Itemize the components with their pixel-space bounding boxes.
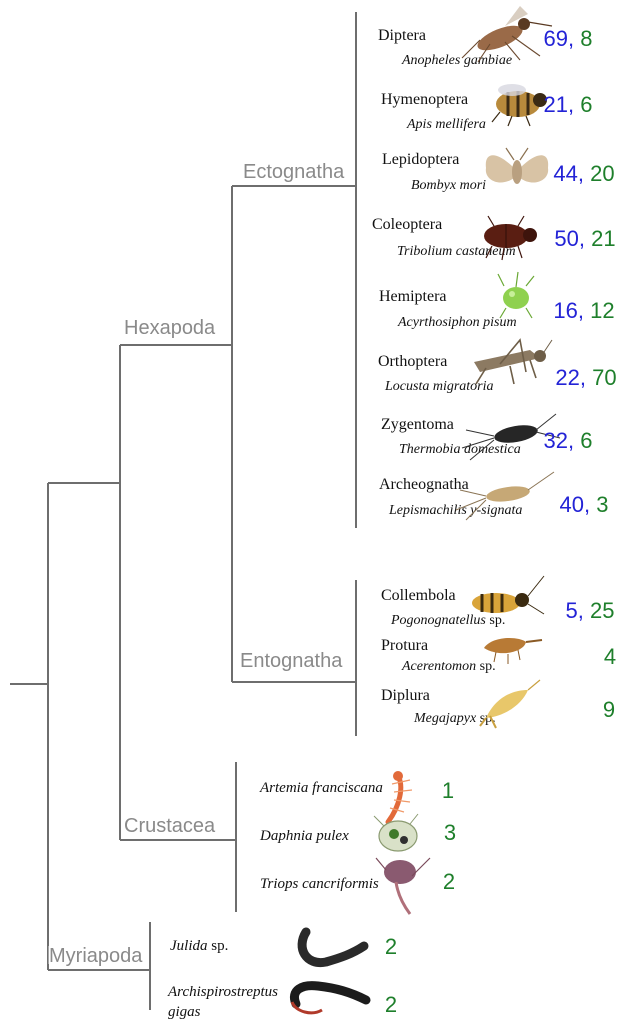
- order-name: Lepidoptera: [382, 151, 459, 168]
- tadpole-shrimp-icon: [376, 858, 430, 914]
- entognatha-taxa: Collembola Pogonognatellus sp. 5, 25 Pro…: [381, 576, 616, 728]
- giant-millipede-icon: [292, 986, 366, 1013]
- taxon-archeognatha: Archeognatha Lepismachilis y-signata 40,…: [379, 472, 608, 520]
- gene-count: 2: [385, 934, 397, 959]
- taxon-zygentoma: Zygentoma Thermobia domestica 32, 6: [381, 414, 592, 460]
- species-name: Pogonognatellus sp.: [390, 613, 505, 628]
- gene-count: 2: [385, 992, 397, 1017]
- taxon-hymenoptera: Hymenoptera Apis mellifera 21, 6: [381, 84, 592, 132]
- taxon-daphnia: Daphnia pulex 3: [259, 814, 456, 851]
- taxon-lepidoptera: Lepidoptera Bombyx mori 44, 20: [382, 148, 615, 193]
- gene-counts: 21, 6: [544, 92, 593, 117]
- taxon-julida: Julida sp. 2: [170, 932, 397, 963]
- gene-count: 3: [444, 820, 456, 845]
- species-name-line1: Archispirostreptus: [167, 984, 278, 1000]
- gene-counts: 40, 3: [560, 492, 609, 517]
- clade-label-crustacea: Crustacea: [124, 815, 216, 837]
- taxon-hemiptera: Hemiptera Acyrthosiphon pisum 16, 12: [379, 272, 615, 330]
- clade-label-myriapoda: Myriapoda: [49, 945, 143, 967]
- gene-count: 4: [604, 644, 616, 669]
- species-name-line2: gigas: [168, 1004, 201, 1020]
- brine-shrimp-icon: [388, 771, 412, 822]
- order-name: Diplura: [381, 687, 430, 704]
- order-name: Orthoptera: [378, 353, 447, 370]
- species-name: Anopheles gambiae: [401, 53, 512, 68]
- clade-label-ectognatha: Ectognatha: [243, 161, 345, 183]
- order-name: Zygentoma: [381, 416, 454, 433]
- taxon-diptera: Diptera Anopheles gambiae 69, 8: [378, 6, 592, 68]
- ectognatha-taxa: Diptera Anopheles gambiae 69, 8 Hymenopt…: [372, 6, 617, 520]
- springtail-icon: [472, 576, 544, 614]
- taxon-triops: Triops cancriformis 2: [260, 858, 455, 914]
- species-name: Triops cancriformis: [260, 876, 379, 892]
- gene-counts: 50, 21: [554, 226, 615, 251]
- taxon-collembola: Collembola Pogonognatellus sp. 5, 25: [381, 576, 614, 628]
- myriapoda-taxa: Julida sp. 2 Archispirostreptus gigas 2: [167, 932, 397, 1020]
- species-name: Thermobia domestica: [399, 442, 521, 457]
- species-name: Julida sp.: [170, 938, 228, 954]
- species-name: Bombyx mori: [411, 178, 486, 193]
- clade-label-hexapoda: Hexapoda: [124, 317, 216, 339]
- silkmoth-icon: [486, 148, 548, 184]
- gene-counts: 32, 6: [544, 428, 593, 453]
- order-name: Protura: [381, 637, 428, 654]
- gene-counts: 16, 12: [553, 298, 614, 323]
- species-name: Acyrthosiphon pisum: [397, 315, 517, 330]
- species-name: Megajapyx sp.: [413, 711, 496, 726]
- gene-count: 9: [603, 697, 615, 722]
- taxon-protura: Protura Acerentomon sp. 4: [381, 637, 616, 674]
- gene-counts: 22, 70: [555, 365, 616, 390]
- millipede-icon: [302, 932, 364, 963]
- order-name: Hymenoptera: [381, 91, 468, 108]
- order-name: Hemiptera: [379, 288, 447, 305]
- species-name: Artemia franciscana: [259, 780, 383, 796]
- water-flea-icon: [374, 814, 418, 851]
- taxon-artemia: Artemia franciscana 1: [259, 771, 454, 822]
- gene-counts: 69, 8: [544, 26, 593, 51]
- aphid-icon: [498, 272, 534, 318]
- gene-count: 2: [443, 869, 455, 894]
- locust-icon: [474, 340, 552, 384]
- honeybee-icon: [492, 84, 547, 126]
- species-name: Daphnia pulex: [259, 828, 349, 844]
- order-name: Coleoptera: [372, 216, 442, 233]
- order-name: Collembola: [381, 587, 456, 604]
- order-name: Archeognatha: [379, 476, 469, 493]
- species-name: Apis mellifera: [406, 117, 486, 132]
- species-name: Acerentomon sp.: [401, 659, 496, 674]
- gene-counts: 5, 25: [566, 598, 615, 623]
- taxon-coleoptera: Coleoptera Tribolium castaneum 50, 21: [372, 216, 616, 260]
- species-name: Lepismachilis y-signata: [388, 503, 522, 518]
- order-name: Diptera: [378, 27, 426, 44]
- crustacea-taxa: Artemia franciscana 1 Daphnia pulex 3 Tr…: [259, 771, 456, 914]
- clade-label-entognatha: Entognatha: [240, 650, 343, 672]
- taxon-diplura: Diplura Megajapyx sp. 9: [381, 680, 615, 728]
- taxon-archispirostreptus: Archispirostreptus gigas 2: [167, 984, 397, 1020]
- gene-count: 1: [442, 778, 454, 803]
- gene-counts: 44, 20: [553, 161, 614, 186]
- taxon-orthoptera: Orthoptera Locusta migratoria 22, 70: [378, 340, 617, 394]
